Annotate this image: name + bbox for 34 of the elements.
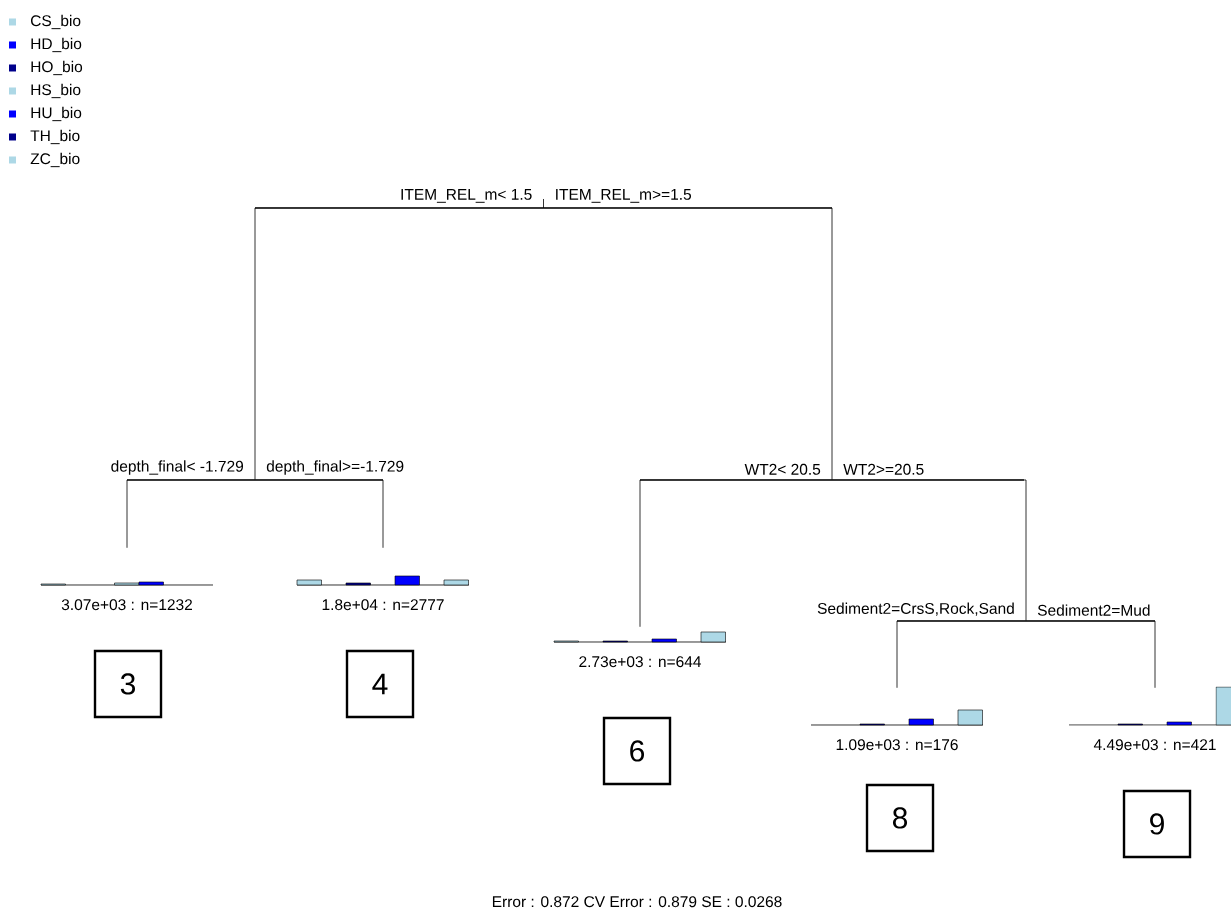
split-label: Sediment2=CrsS,Rock,Sand [817, 602, 1014, 616]
tree-branch [1025, 620, 1156, 689]
tree-branch [254, 207, 544, 480]
leaf-label: 4.49e+03 : n=421 [1093, 739, 1216, 751]
split-label: Sediment2=Mud [1037, 604, 1150, 616]
leaf-number-box: 3 [93, 649, 163, 719]
tree-branch [639, 479, 833, 628]
legend-label: CS_bio [31, 14, 81, 30]
tree-branch [126, 479, 256, 549]
leaf-number-box: 4 [345, 649, 415, 719]
leaf-number-box: 9 [1122, 789, 1192, 859]
leaf-label: 1.09e+03 : n=176 [836, 739, 958, 751]
caption: Error : 0.872 CV Error : 0.879 SE : 0.0268 [492, 896, 782, 908]
leaf-label: 1.8e+04 : n=2777 [322, 599, 444, 611]
split-label: ITEM_REL_m>=1.5 [556, 189, 692, 203]
legend-label: HS_bio [31, 83, 81, 99]
leaf-number-box: 6 [602, 716, 672, 786]
tree-branch [831, 479, 1027, 621]
tree-branch [543, 207, 833, 480]
split-label: WT2>=20.5 [843, 463, 924, 475]
legend-label: HU_bio [31, 106, 82, 122]
legend-label: HO_bio [31, 60, 83, 76]
split-label: depth_final< -1.729 [111, 460, 244, 475]
split-label: depth_final>=-1.729 [266, 460, 404, 475]
legend-label: ZC_bio [30, 152, 80, 168]
split-label: WT2< 20.5 [744, 463, 821, 475]
split-label: ITEM_REL_m< 1.5 [401, 189, 532, 203]
leaf-number-box: 8 [865, 783, 935, 853]
tree-branch [254, 479, 384, 549]
leaf-label: 2.73e+03 : n=644 [579, 656, 701, 668]
tree-branch [896, 620, 1027, 689]
leaf-label: 3.07e+03 : n=1232 [61, 599, 192, 611]
legend-label: HD_bio [31, 37, 82, 53]
legend-label: TH_bio [30, 129, 80, 145]
